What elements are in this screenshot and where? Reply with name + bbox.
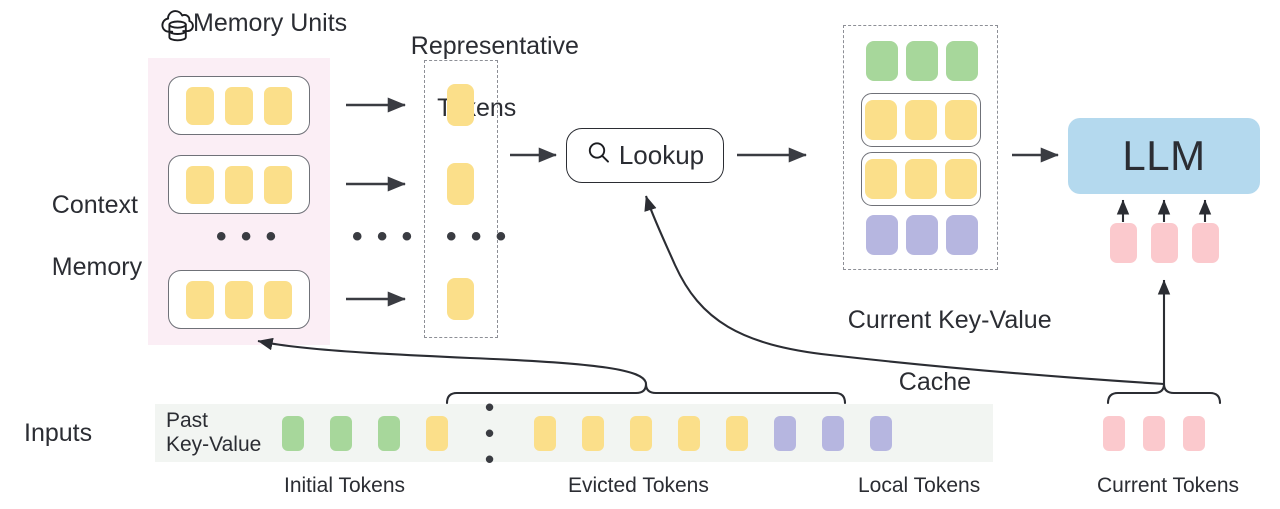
kv-cache-row-initial <box>866 41 978 81</box>
input-token-evicted-2 <box>534 415 556 451</box>
memory-token <box>186 86 214 125</box>
memory-unit-2-tokens <box>169 156 309 213</box>
input-token-evicted-3 <box>582 415 604 451</box>
past-key-value-label: Past Key-Value <box>166 409 261 457</box>
brace-current-tokens <box>1106 383 1222 405</box>
input-token-initial-2 <box>330 415 352 451</box>
kv-token <box>905 159 937 199</box>
memory-token <box>264 280 292 319</box>
current-token-1 <box>1103 415 1125 451</box>
inputs-label: Inputs <box>24 419 93 447</box>
kv-cache-row-retrieved-1-tokens <box>862 94 980 146</box>
kv-cache-row-retrieved-2[interactable] <box>861 152 981 206</box>
kv-line2: Cache <box>898 368 972 396</box>
representative-tokens-box <box>424 60 498 338</box>
current-token-2 <box>1143 415 1165 451</box>
kv-token <box>865 159 897 199</box>
lookup-label: Lookup <box>618 140 705 170</box>
llm-label: LLM <box>1122 132 1206 179</box>
input-token-initial-3 <box>378 415 400 451</box>
memory-unit-1-tokens <box>169 77 309 134</box>
kv-token <box>945 159 977 199</box>
current-token-3 <box>1183 415 1205 451</box>
kv-token <box>946 41 978 81</box>
llm-input-token-3 <box>1192 223 1219 263</box>
kv-token <box>945 100 977 140</box>
memory-token <box>225 280 253 319</box>
ctx-line2: Memory <box>51 253 143 281</box>
llm-block[interactable]: LLM <box>1068 118 1260 194</box>
input-token-initial-1 <box>282 415 304 451</box>
representative-token-n <box>447 278 474 320</box>
memory-token <box>264 86 292 125</box>
memory-token <box>264 165 292 204</box>
kv-token <box>905 100 937 140</box>
memory-unit-n[interactable] <box>168 270 310 329</box>
input-token-evicted-6 <box>726 415 748 451</box>
memory-unit-1[interactable] <box>168 76 310 135</box>
representative-token-2 <box>447 163 474 205</box>
input-token-local-3 <box>870 415 892 451</box>
kv-token <box>946 215 978 255</box>
input-token-evicted-1 <box>426 415 448 451</box>
cloud-database-icon <box>155 4 203 57</box>
input-token-evicted-4 <box>630 415 652 451</box>
memory-token <box>225 165 253 204</box>
input-token-local-1 <box>774 415 796 451</box>
kv-cache-row-retrieved-1[interactable] <box>861 93 981 147</box>
memory-token <box>225 86 253 125</box>
llm-input-token-2 <box>1151 223 1178 263</box>
kv-token <box>906 215 938 255</box>
memory-unit-n-tokens <box>169 271 309 328</box>
pkv-line1: Past <box>166 409 209 432</box>
lookup-button[interactable]: Lookup <box>566 128 724 183</box>
evicted-tokens-caption: Evicted Tokens <box>568 474 709 497</box>
kv-token <box>866 41 898 81</box>
context-memory-label: Context Memory <box>24 159 142 314</box>
memory-token <box>186 165 214 204</box>
memory-units-label: Memory Units <box>193 9 348 37</box>
kv-line1: Current Key-Value <box>847 306 1052 334</box>
ctx-line1: Context <box>51 191 138 219</box>
kv-token <box>866 215 898 255</box>
memory-unit-2[interactable] <box>168 155 310 214</box>
input-sequence-ellipsis: • • • <box>484 392 498 474</box>
input-token-local-2 <box>822 415 844 451</box>
kv-cache-row-retrieved-2-tokens <box>862 153 980 205</box>
kv-token <box>865 100 897 140</box>
kv-token <box>906 41 938 81</box>
mid-arrows-ellipsis: • • • <box>352 220 416 253</box>
input-token-sequence: • • • <box>282 394 892 472</box>
initial-tokens-caption: Initial Tokens <box>284 474 406 497</box>
representative-tokens-ellipsis: • • • <box>446 220 510 253</box>
llm-input-token-1 <box>1110 223 1137 263</box>
memory-units-ellipsis: • • • <box>216 220 280 253</box>
current-tokens-caption: Current Tokens <box>1097 474 1240 497</box>
rep-line1: Representative <box>410 32 579 60</box>
pkv-line2: Key-Value <box>166 433 262 456</box>
representative-token-1 <box>447 84 474 126</box>
kv-cache-row-local <box>866 215 978 255</box>
input-token-evicted-5 <box>678 415 700 451</box>
search-icon <box>586 140 612 171</box>
arrow-evicted-to-context-memory <box>257 337 648 385</box>
current-token-sequence <box>1103 404 1205 462</box>
memory-token <box>186 280 214 319</box>
local-tokens-caption: Local Tokens <box>858 474 981 497</box>
